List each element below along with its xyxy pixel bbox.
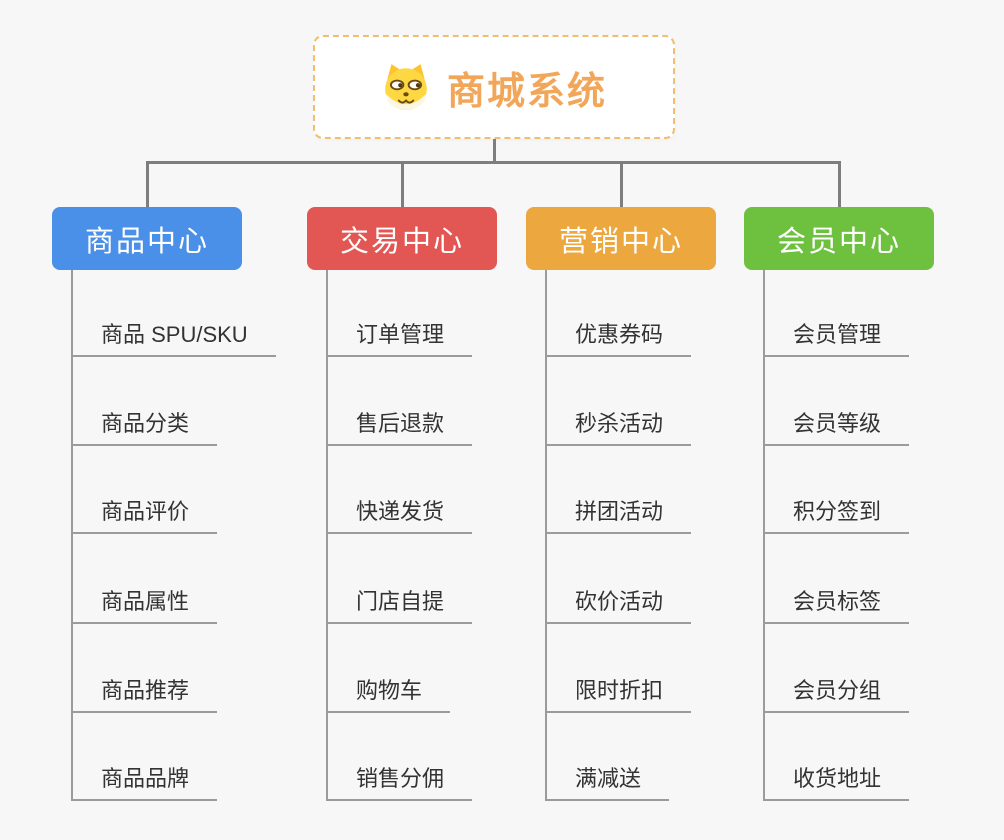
leaf-item[interactable]: 会员等级 <box>763 410 910 446</box>
root-title: 商城系统 <box>446 70 607 113</box>
leaf-item[interactable]: 砍价活动 <box>545 588 692 624</box>
leaf-item[interactable]: 商品 SPU/SKU <box>71 321 276 357</box>
leaf-item[interactable]: 订单管理 <box>326 321 473 357</box>
leaf-item[interactable]: 商品评价 <box>71 498 218 534</box>
leaf-item[interactable]: 限时折扣 <box>545 677 692 713</box>
leaf-item[interactable]: 商品分类 <box>71 410 218 446</box>
leaf-item[interactable]: 购物车 <box>326 677 451 713</box>
branch-connector-drop <box>145 161 149 207</box>
branch-node-2[interactable]: 营销中心 <box>526 207 716 270</box>
leaf-item[interactable]: 快递发货 <box>326 498 473 534</box>
branch-spine <box>71 270 73 801</box>
branch-node-0[interactable]: 商品中心 <box>52 207 242 270</box>
branch-connector-drop <box>837 161 841 207</box>
leaf-item[interactable]: 商品属性 <box>71 588 218 624</box>
leaf-item[interactable]: 积分签到 <box>763 498 910 534</box>
leaf-item[interactable]: 拼团活动 <box>545 498 692 534</box>
branch-spine <box>545 270 547 801</box>
leaf-item[interactable]: 会员分组 <box>763 677 910 713</box>
branch-spine <box>326 270 328 801</box>
root-node[interactable]: 商城系统 <box>313 35 675 139</box>
branch-connector-drop <box>400 161 404 207</box>
leaf-item[interactable]: 销售分佣 <box>326 765 473 801</box>
branch-connector-drop <box>619 161 623 207</box>
branch-node-3[interactable]: 会员中心 <box>744 207 934 270</box>
branch-connector-bus <box>145 161 841 164</box>
leaf-item[interactable]: 售后退款 <box>326 410 473 446</box>
leaf-item[interactable]: 满减送 <box>545 765 670 801</box>
leaf-item[interactable]: 会员标签 <box>763 588 910 624</box>
leaf-item[interactable]: 会员管理 <box>763 321 910 357</box>
branch-spine <box>763 270 765 801</box>
leaf-item[interactable]: 优惠券码 <box>545 321 692 357</box>
leaf-item[interactable]: 收货地址 <box>763 765 910 801</box>
doge-icon <box>385 64 427 110</box>
branch-node-1[interactable]: 交易中心 <box>307 207 497 270</box>
leaf-item[interactable]: 门店自提 <box>326 588 473 624</box>
root-connector-stub <box>492 139 496 164</box>
leaf-item[interactable]: 商品推荐 <box>71 677 218 713</box>
leaf-item[interactable]: 秒杀活动 <box>545 410 692 446</box>
leaf-item[interactable]: 商品品牌 <box>71 765 218 801</box>
